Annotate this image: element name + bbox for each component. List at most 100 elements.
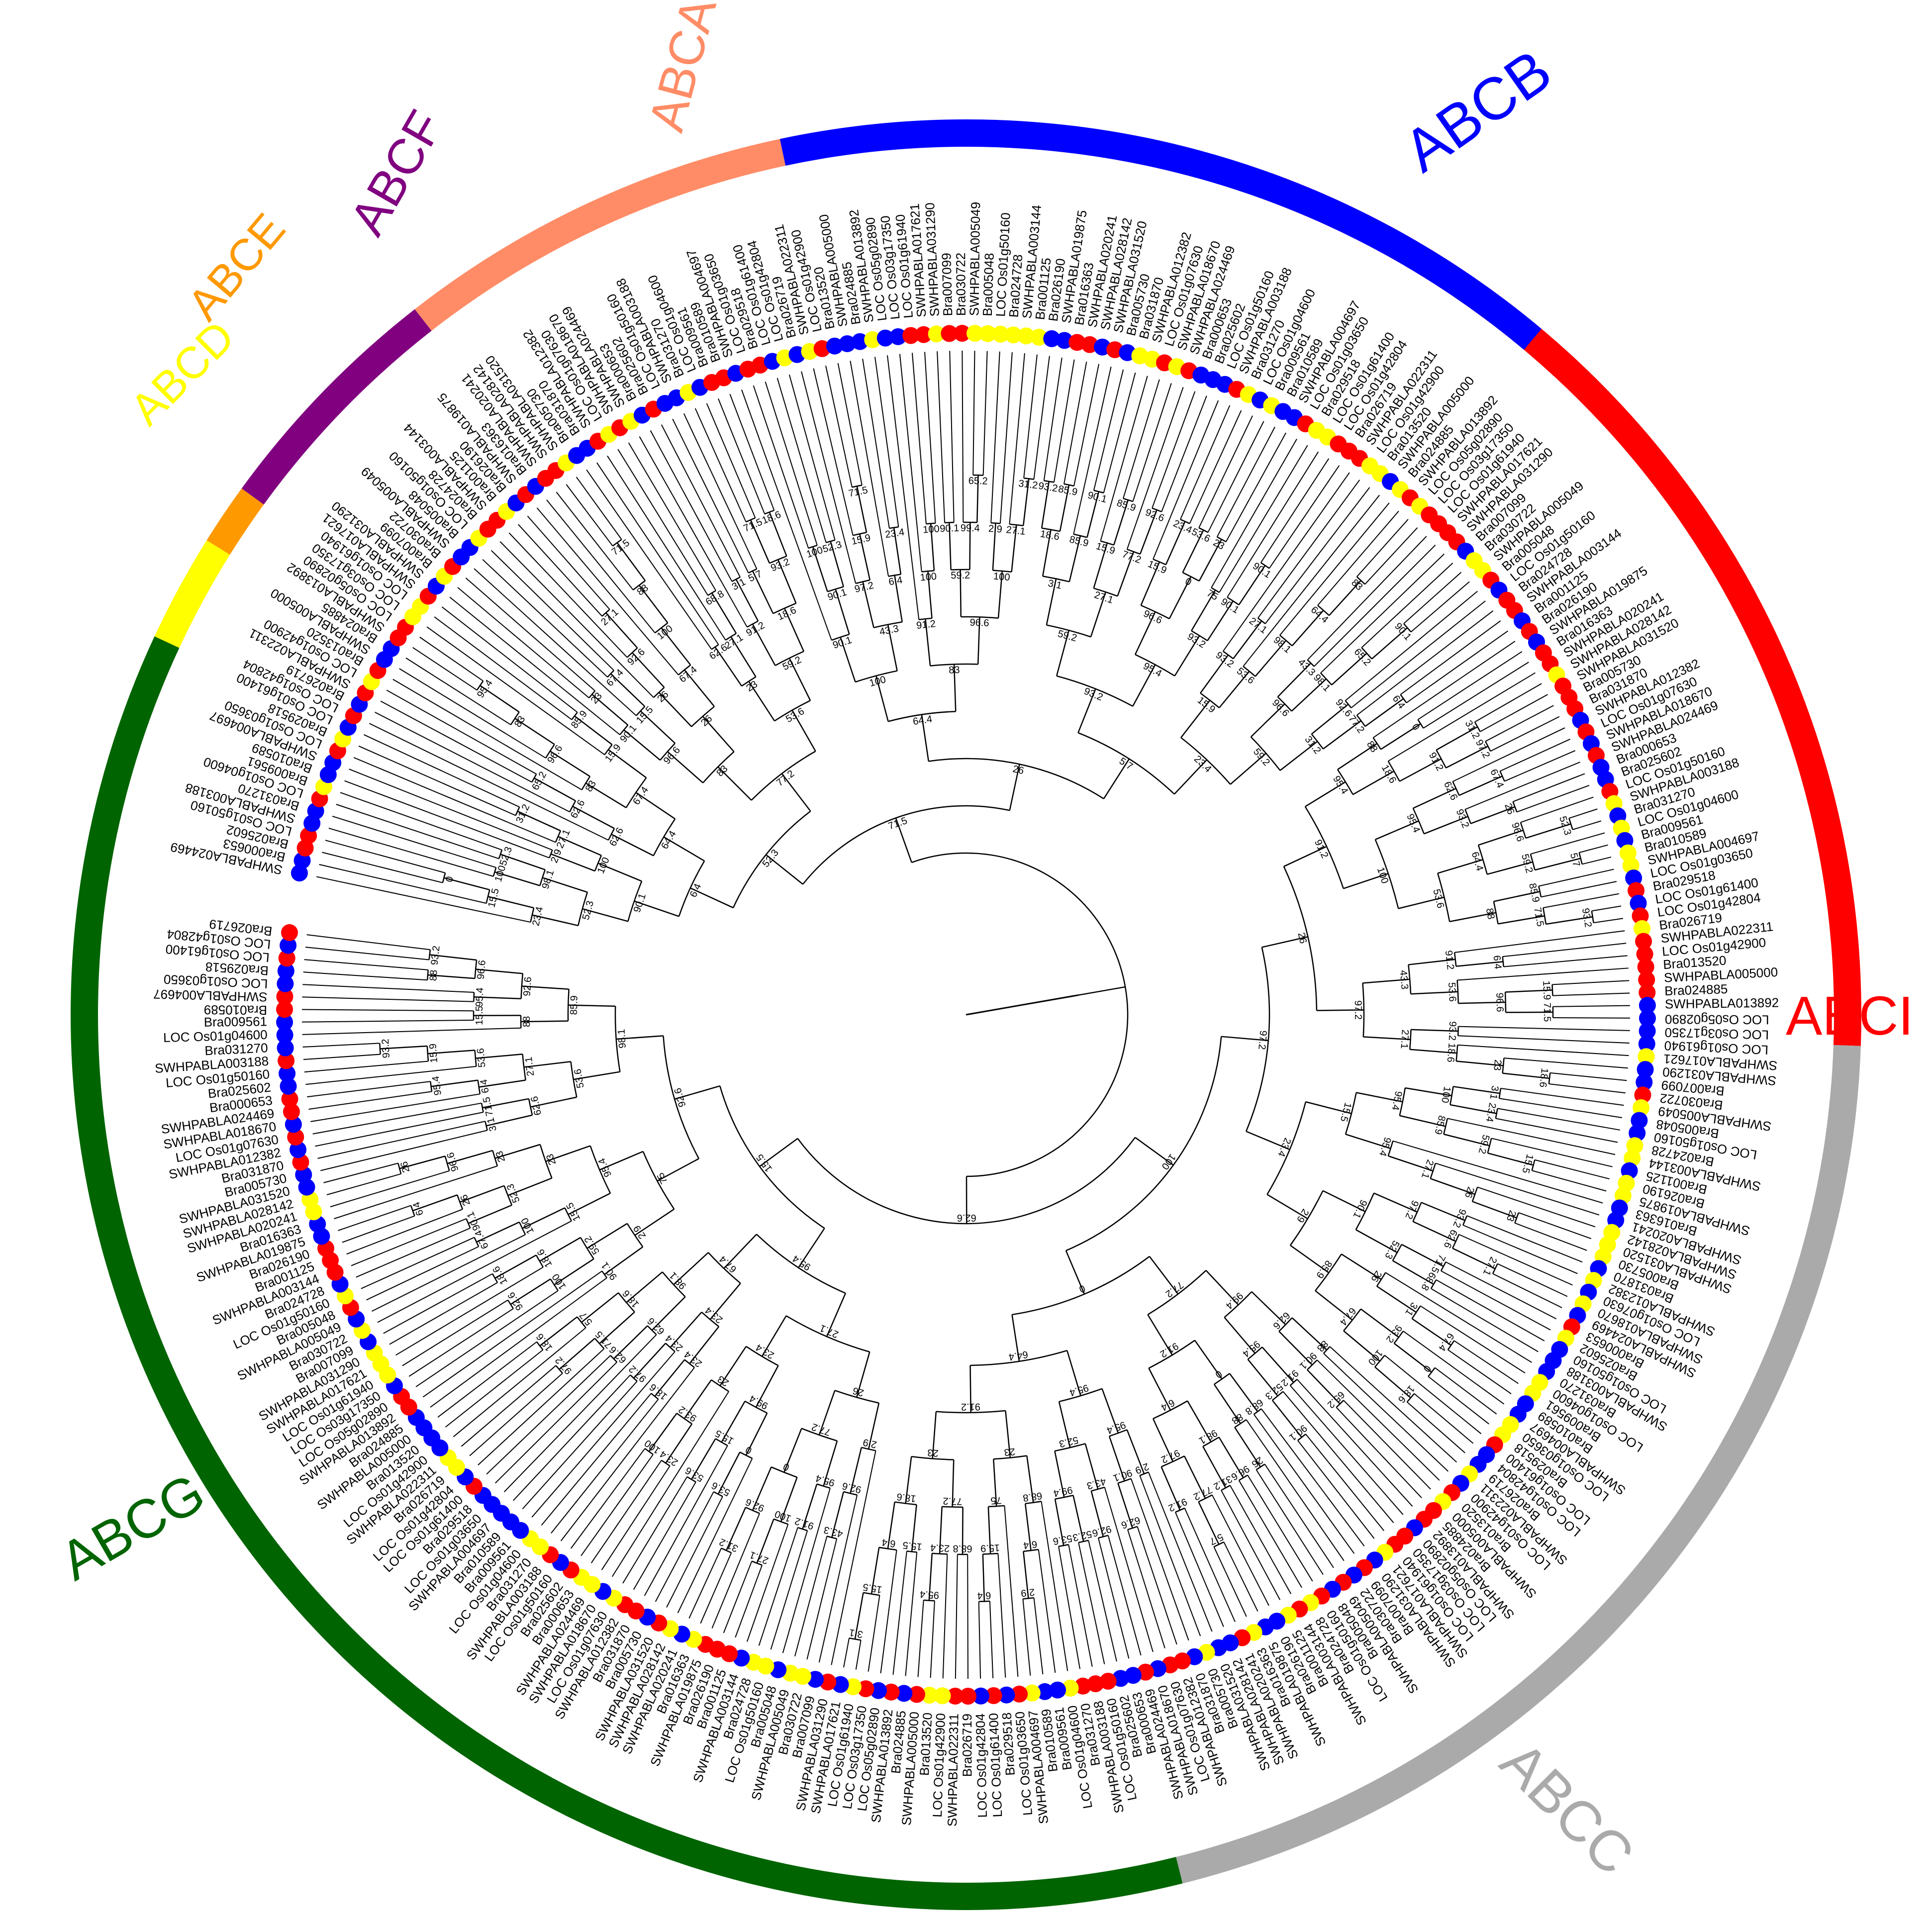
species-dot	[292, 1154, 309, 1171]
support-value: 93.2	[1082, 686, 1104, 703]
support-value: 95.4	[814, 1472, 836, 1488]
species-dot	[1639, 984, 1656, 1001]
support-value: 27.1	[1481, 1255, 1499, 1277]
species-dot	[1629, 1124, 1646, 1142]
leaf-label: SWHPABLA013892	[1665, 995, 1779, 1011]
leaf-label: LOC Os01g04600	[163, 1027, 268, 1045]
support-value: 62.6	[607, 826, 626, 848]
support-value: 98.1	[1271, 635, 1293, 656]
support-value: 15.9	[1095, 541, 1117, 557]
support-value: 53.6	[1446, 982, 1458, 1002]
support-value: 23.4	[884, 527, 905, 540]
support-value: 90.1	[632, 892, 648, 914]
support-value: 83	[512, 714, 528, 729]
support-value: 52.3	[760, 848, 781, 869]
species-dot	[1639, 1009, 1656, 1027]
support-value: 71.5	[1542, 1002, 1552, 1022]
support-value: 71.5	[593, 1329, 614, 1350]
support-value: 52.3	[1071, 1528, 1093, 1543]
support-value: 18.6	[620, 1288, 641, 1310]
support-value: 6.4	[479, 1078, 491, 1094]
ring-segment-abcd	[154, 540, 230, 648]
support-value: 6.4	[1023, 1539, 1038, 1551]
support-value: 91.2	[1312, 838, 1330, 861]
support-value: 5.7	[578, 1310, 595, 1327]
species-dot	[985, 1687, 1002, 1704]
leaf-label: LOC Os05g02890	[1665, 1012, 1769, 1027]
support-value: 88	[1230, 1411, 1245, 1427]
support-value: 18.6	[1379, 763, 1398, 785]
ring-segment-abca	[414, 139, 786, 331]
leaf-label: LOC Os01g42900	[930, 1713, 948, 1818]
support-value: 91.2	[1443, 950, 1456, 970]
species-dot	[1639, 1022, 1656, 1040]
support-value: 15.5	[1338, 1101, 1353, 1123]
support-value: 6.4	[977, 1590, 991, 1601]
support-value: 93.2	[429, 945, 442, 965]
support-value: 88	[1364, 739, 1380, 755]
species-dot	[277, 1039, 294, 1057]
species-dot	[280, 937, 297, 954]
species-dot	[972, 1687, 989, 1705]
species-dot	[287, 1128, 304, 1146]
support-value: 93.2	[676, 1404, 699, 1424]
support-value: 18.6	[534, 1331, 555, 1353]
species-dot	[1005, 326, 1022, 344]
leaf-label: Bra013520	[917, 1712, 935, 1776]
support-value: 23	[716, 1373, 731, 1389]
species-dot	[921, 1687, 938, 1704]
leaf-label: SWHPABLA004697	[153, 987, 268, 1005]
support-value: 15.9	[851, 532, 872, 547]
support-value: 23	[1211, 537, 1226, 552]
species-dot	[1094, 338, 1111, 356]
support-value: 93.2	[1454, 808, 1471, 830]
species-dot	[1049, 1681, 1066, 1699]
support-value: 95.4	[1331, 774, 1350, 796]
support-value: 6.4	[888, 575, 903, 587]
species-dot	[1637, 1061, 1654, 1078]
species-dot	[279, 1065, 296, 1082]
support-value: 2.9	[1294, 1207, 1311, 1224]
support-value: 65.2	[530, 770, 549, 792]
support-value: 15.9	[603, 742, 623, 764]
support-value: 85.9	[1432, 1114, 1447, 1136]
species-dot	[1099, 1672, 1117, 1690]
support-value: 93.2	[1447, 1021, 1458, 1041]
species-dot	[1634, 920, 1651, 937]
support-value: 3.1	[485, 1117, 499, 1133]
species-dot	[1030, 328, 1048, 346]
leaf-label: Bra030722	[953, 253, 968, 316]
species-dot	[281, 924, 298, 941]
support-value: 92.6	[522, 976, 534, 996]
support-value: 53.6	[784, 706, 806, 725]
support-value: 15.5	[713, 1428, 736, 1446]
group-label-abcf: ABCF	[339, 101, 454, 244]
support-value: 15.9	[980, 1542, 1000, 1554]
support-value: 2.9	[1134, 1460, 1151, 1476]
support-value: 67.4	[1488, 768, 1506, 790]
group-label-abcc: ABCC	[1488, 1730, 1645, 1887]
ring-segment-abcc	[1176, 1045, 1861, 1884]
support-value: 23.4	[530, 906, 545, 927]
species-dot	[1087, 1675, 1104, 1693]
species-dot	[278, 950, 295, 967]
support-value: 2.9	[988, 523, 1002, 535]
support-value: 92.6	[506, 1290, 525, 1312]
support-value: 75	[1205, 588, 1220, 603]
support-value: 65.2	[1352, 646, 1373, 668]
support-value: 26	[852, 1385, 865, 1398]
support-value: 93.2	[1580, 907, 1594, 928]
support-value: 85.9	[1314, 1258, 1334, 1280]
support-value: 75	[655, 1171, 670, 1186]
support-value: 27.1	[1399, 1029, 1411, 1049]
species-dot	[1056, 332, 1073, 349]
support-value: 90.1	[1219, 596, 1241, 616]
group-label-abci: ABCI	[1786, 985, 1914, 1047]
species-dot	[895, 1685, 913, 1702]
support-value: 52.3	[498, 845, 514, 867]
support-value: 93.2	[1038, 481, 1059, 494]
support-value: 90.1	[618, 723, 639, 745]
support-value: 59.2	[781, 654, 803, 673]
species-dot	[941, 325, 958, 342]
support-value: 90.1	[599, 1260, 620, 1282]
